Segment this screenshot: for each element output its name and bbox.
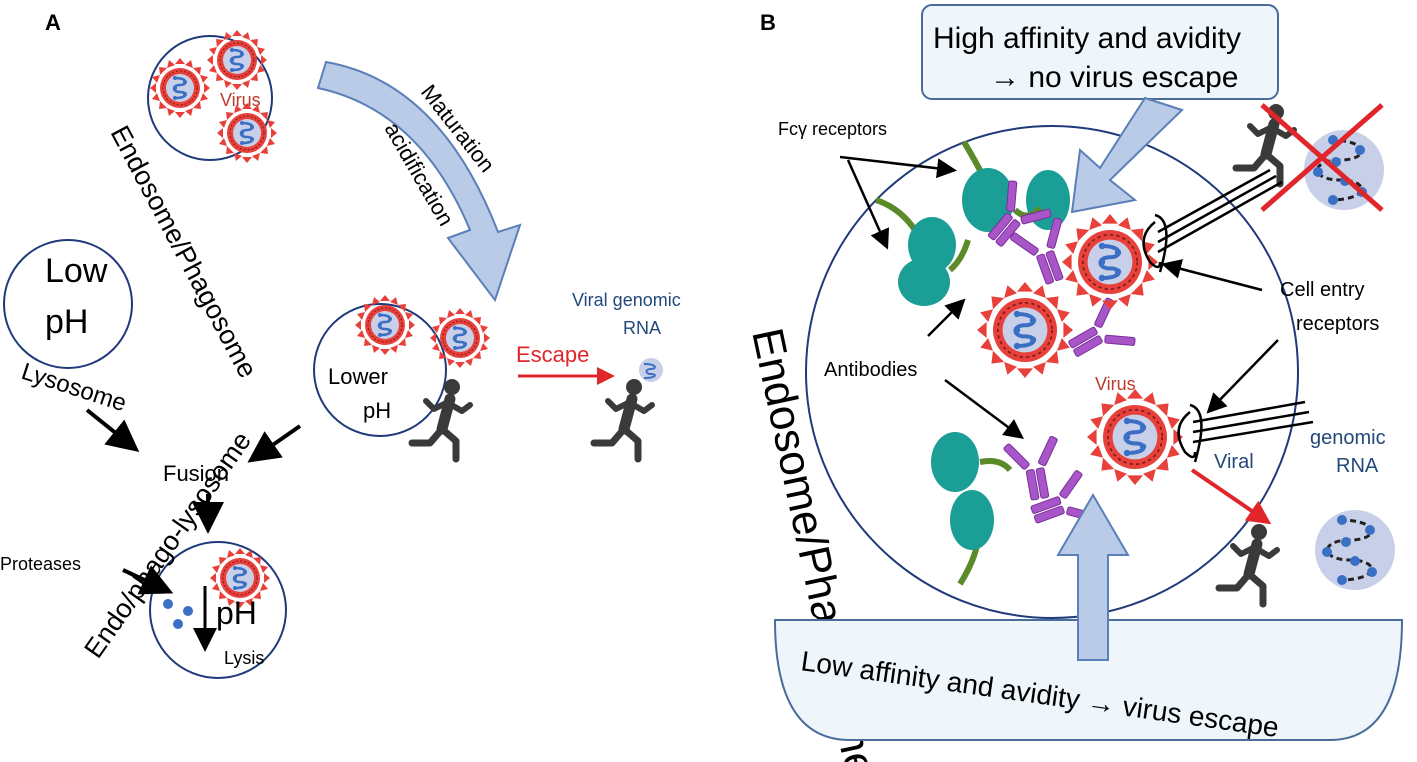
proteases-arrow xyxy=(122,565,174,595)
viral-genomic-label: Viral genomic xyxy=(572,290,681,310)
rna-particle-icon xyxy=(638,357,664,383)
virus-icon xyxy=(428,306,492,370)
low-label: Low xyxy=(45,252,108,290)
cross-out-icon xyxy=(1260,103,1384,212)
fusion-label: Fusion xyxy=(163,461,229,486)
fc-receptor-icon xyxy=(874,197,971,306)
fcy-receptors-label: Fcγ receptors xyxy=(778,119,887,139)
antibodies-arrow-2 xyxy=(944,378,1025,439)
fcy-arrow-2 xyxy=(846,159,890,250)
virus-label-b: Virus xyxy=(1095,374,1136,394)
endosome-label-a: Endosome/Phagosome xyxy=(105,121,263,383)
cell-entry-receptor-icon xyxy=(1142,168,1283,273)
panel-b-letter: B xyxy=(760,10,776,35)
lysosome-circle xyxy=(3,239,133,369)
maturation-arrow xyxy=(316,60,522,303)
low-affinity-box xyxy=(773,619,1404,741)
rna-label-b: RNA xyxy=(1336,455,1379,477)
panel-a-letter: A xyxy=(45,10,61,35)
high-affinity-box xyxy=(921,4,1279,100)
antibodies-label: Antibodies xyxy=(824,359,917,381)
rna-bead-icons xyxy=(1322,515,1377,585)
high-affinity-line2: → no virus escape xyxy=(990,61,1238,94)
antibodies-arrow-1 xyxy=(927,298,966,337)
running-person-icon xyxy=(594,379,652,459)
lysis-label: Lysis xyxy=(224,648,264,668)
fc-receptor-icon xyxy=(931,432,1013,586)
cell-entry-arrow-1 xyxy=(1161,259,1263,292)
fcy-arrow-1 xyxy=(839,155,957,179)
virus-escape-arrow xyxy=(1190,468,1272,525)
cell-entry-arrow-2 xyxy=(1206,339,1279,414)
escape-label: Escape xyxy=(516,342,589,367)
cell-entry-line2: receptors xyxy=(1296,313,1379,335)
endosome-fusion-arrow xyxy=(247,424,302,463)
viral-label: Viral xyxy=(1214,451,1254,473)
rna-label-a: RNA xyxy=(623,318,661,338)
lysosome-fusion-arrow xyxy=(85,408,140,453)
cell-entry-receptor-icon xyxy=(1177,400,1314,463)
ph-label: pH xyxy=(45,303,88,341)
lower-label: Lower xyxy=(328,364,388,389)
lower-ph-label: pH xyxy=(363,398,391,423)
cell-entry-line1: Cell entry xyxy=(1280,279,1364,301)
protease-dots xyxy=(163,599,193,629)
high-affinity-arrow xyxy=(1070,96,1184,214)
proteases-label: Proteases xyxy=(0,554,81,574)
low-affinity-arrow xyxy=(1056,493,1130,661)
genomic-label: genomic xyxy=(1310,427,1386,449)
high-affinity-line1: High affinity and avidity xyxy=(933,22,1241,55)
virus-label-a: Virus xyxy=(220,90,261,110)
ph-drop-label: pH xyxy=(216,595,257,631)
lower-ph-circle xyxy=(313,303,447,437)
